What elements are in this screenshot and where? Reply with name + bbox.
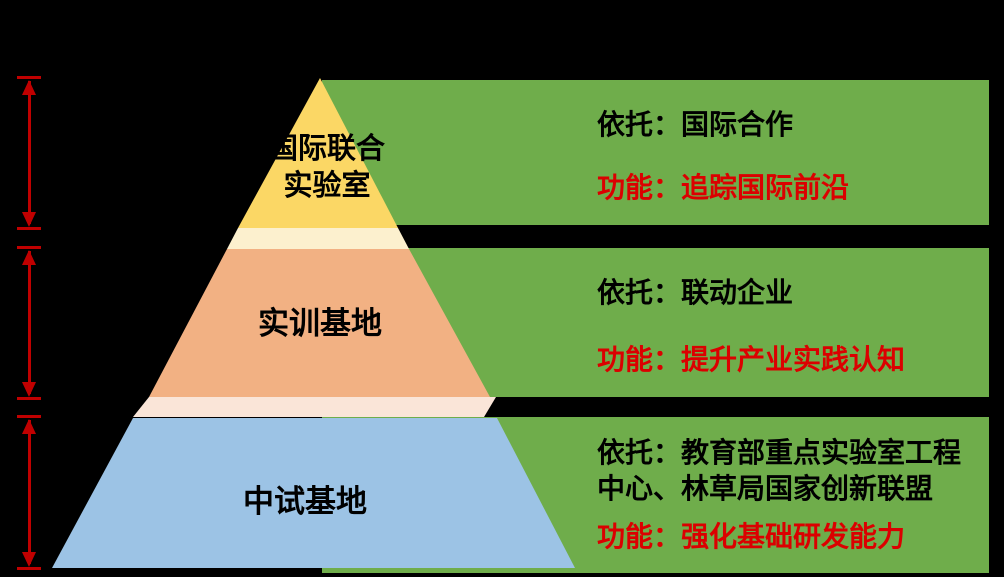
arrow3-top-cap	[17, 415, 41, 418]
arrow3-bottom-cap	[17, 567, 41, 570]
tier3-label: 中试基地	[243, 484, 367, 519]
height-arrow-tier1	[17, 76, 41, 230]
tier1-func-text: 功能：追踪国际前沿	[597, 172, 850, 203]
arrow1-bottom-cap	[17, 227, 41, 230]
tier2-fade-band	[133, 397, 496, 417]
height-arrow-tier3	[17, 415, 41, 570]
arrow2-shaft	[28, 251, 31, 394]
tier1-label-line1: 国际联合	[268, 133, 385, 165]
arrow1-down-head	[22, 212, 36, 227]
tier3-trapezoid	[52, 418, 575, 568]
arrow2-top-cap	[17, 246, 41, 249]
tier2-func-text: 功能：提升产业实践认知	[597, 344, 906, 375]
arrow3-up-head	[22, 419, 36, 434]
arrow2-down-head	[22, 382, 36, 397]
arrow3-down-head	[22, 552, 36, 567]
arrow1-shaft	[28, 81, 31, 224]
tier1-green-panel	[322, 80, 989, 225]
tier1-label: 国际联合 实验室	[232, 131, 422, 205]
tier2-label: 实训基地	[258, 306, 382, 341]
arrow2-bottom-cap	[17, 397, 41, 400]
tier3-rely-text-line2: 中心、林草局国家创新联盟	[597, 473, 934, 504]
tier2-rely-text: 依托：联动企业	[597, 277, 794, 308]
arrow1-top-cap	[17, 76, 41, 79]
arrow2-up-head	[22, 250, 36, 265]
tier1-label-line2: 实验室	[283, 170, 371, 202]
tier1-fade-band	[227, 228, 409, 249]
arrow3-shaft	[28, 420, 31, 564]
arrow1-up-head	[22, 80, 36, 95]
tier1-rely-text: 依托：国际合作	[597, 109, 794, 140]
tier3-func-text: 功能：强化基础研发能力	[597, 521, 906, 552]
tier2-trapezoid	[149, 249, 490, 397]
tier3-rely-text-line1: 依托：教育部重点实验室工程	[597, 437, 962, 468]
height-arrow-tier2	[17, 246, 41, 400]
tier1-triangle	[238, 78, 398, 228]
